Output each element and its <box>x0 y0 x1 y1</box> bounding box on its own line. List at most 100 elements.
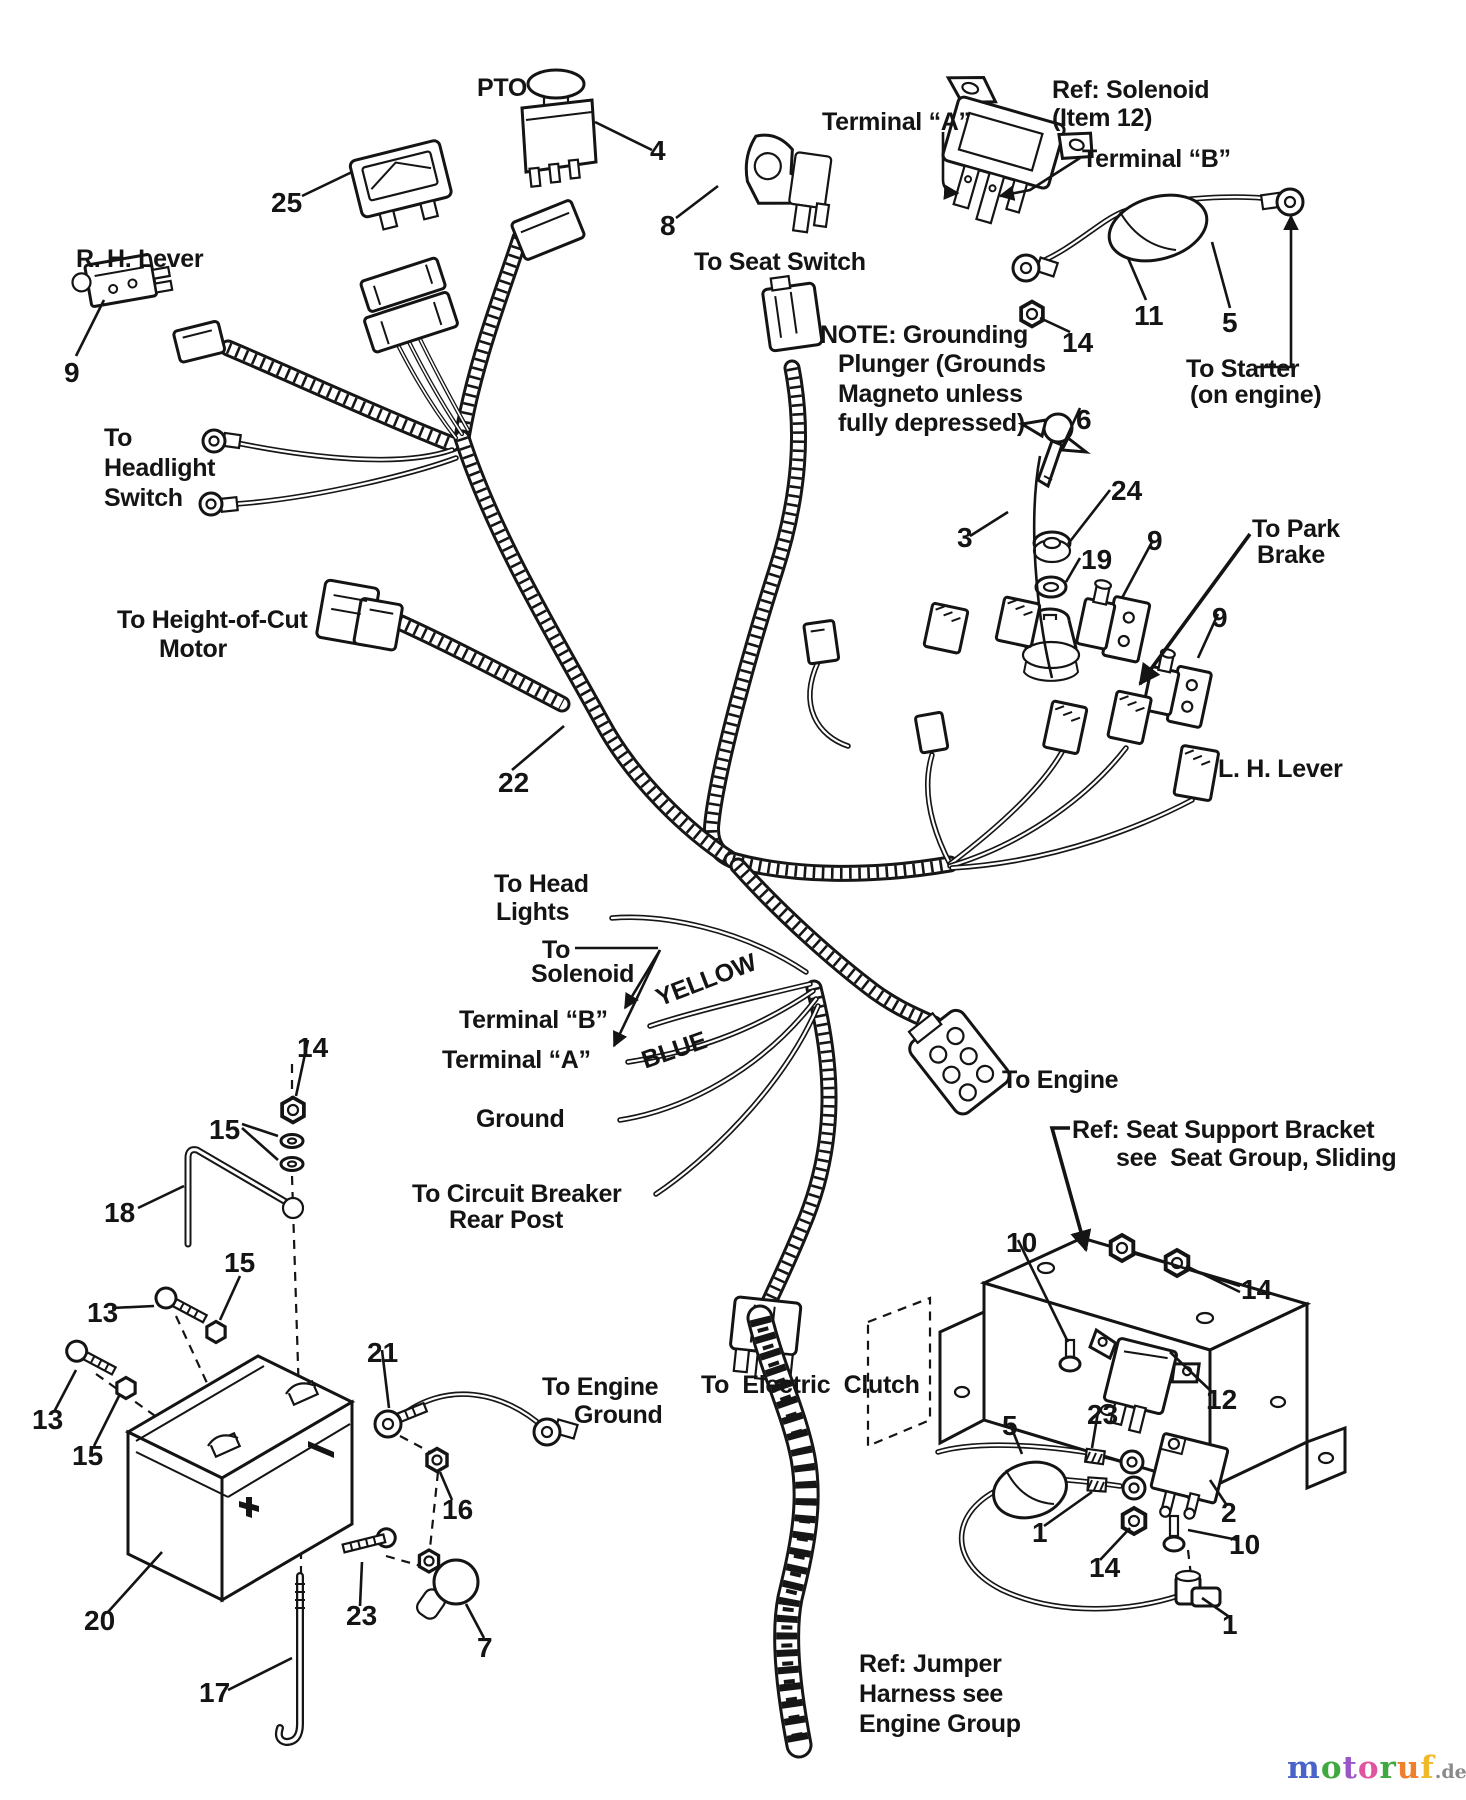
interlock-switch-2 <box>1149 1432 1230 1520</box>
callout-20: 20 <box>84 1605 116 1636</box>
bolt-10-bottom <box>1162 1514 1186 1553</box>
engine-connector <box>907 1008 1011 1116</box>
label-terminal-a: Terminal “A” <box>442 1046 591 1074</box>
callout-14d: 14 <box>1089 1552 1121 1583</box>
starter-ring-terminal <box>1259 187 1305 217</box>
callout-25: 25 <box>271 187 303 218</box>
label-to-starter-2: (on engine) <box>1190 381 1322 409</box>
callout-18: 18 <box>104 1197 136 1228</box>
logo-letter: m <box>1287 1750 1321 1786</box>
label-ref-jumper-1: Ref: Jumper <box>859 1650 1002 1678</box>
nut-16 <box>425 1446 449 1474</box>
label-to-circuit-breaker-2: Rear Post <box>449 1206 564 1234</box>
park-brake-switch-9a <box>1075 579 1152 664</box>
label-to-headlight-1: To <box>104 424 133 452</box>
solenoid-ring-terminal <box>1011 253 1060 283</box>
callout-21: 21 <box>367 1337 399 1368</box>
callout-8: 8 <box>660 210 676 241</box>
callout-13b: 13 <box>32 1404 64 1435</box>
callout-17: 17 <box>199 1677 231 1708</box>
callout-15a: 15 <box>209 1114 241 1145</box>
label-ref-jumper-3: Engine Group <box>859 1710 1021 1738</box>
cable-crimps-23 <box>1083 1447 1147 1501</box>
harness-connector-top <box>510 199 586 261</box>
label-lh-lever: L. H. Lever <box>1218 755 1343 783</box>
label-ground: Ground <box>476 1105 565 1133</box>
logo-suffix: .de <box>1434 1761 1466 1783</box>
label-note-2: Plunger (Grounds <box>838 350 1046 378</box>
callout-16: 16 <box>442 1494 474 1525</box>
bolt-10-top <box>1058 1338 1082 1373</box>
logo-letter: t <box>1342 1750 1358 1786</box>
battery-minus-mark <box>308 1441 334 1458</box>
label-to-headlight-2: Headlight <box>104 454 216 482</box>
label-to-solenoid-1: To <box>542 936 571 964</box>
callout-1b: 1 <box>1222 1609 1238 1640</box>
rh-lever-connector <box>172 319 227 364</box>
washers-15 <box>279 1133 305 1172</box>
callout-10b: 10 <box>1229 1529 1261 1560</box>
bolt-13-left <box>65 1339 118 1376</box>
callout-9a: 9 <box>64 357 80 388</box>
terminal-boot-7 <box>416 1558 480 1620</box>
ignition-key-6 <box>1017 412 1091 489</box>
label-ref-seat-2: see Seat Group, Sliding <box>1116 1144 1397 1172</box>
seat-switch-connector <box>761 274 824 353</box>
battery-20 <box>124 1354 356 1603</box>
callout-12: 12 <box>1206 1384 1238 1415</box>
j-bolt-17 <box>279 1576 305 1742</box>
callout-22: 22 <box>498 767 530 798</box>
key-ring-19 <box>1034 575 1068 599</box>
callout-19: 19 <box>1081 544 1113 575</box>
label-to-starter-1: To Starter <box>1186 355 1300 383</box>
callout-9c: 9 <box>1212 602 1228 633</box>
engine-ground-ring <box>532 1417 579 1447</box>
label-to-engine-ground-1: To Engine <box>542 1373 659 1401</box>
label-to-head-lights-1: To Head <box>494 870 589 898</box>
callout-1a: 1 <box>1032 1517 1048 1548</box>
label-hoc-1: To Height-of-Cut <box>117 606 308 634</box>
callout-23a: 23 <box>346 1600 378 1631</box>
elbow-terminal-1 <box>1174 1569 1222 1608</box>
nut-14-battery <box>280 1095 306 1125</box>
callout-2: 2 <box>1221 1497 1237 1528</box>
label-to-circuit-breaker-1: To Circuit Breaker <box>412 1180 622 1208</box>
label-hoc-2: Motor <box>159 635 227 663</box>
callout-3: 3 <box>957 522 973 553</box>
label-ref-solenoid-1: Ref: Solenoid <box>1052 76 1210 104</box>
label-to-head-lights-2: Lights <box>496 898 570 926</box>
solenoid-12 <box>941 76 1094 225</box>
callout-14c: 14 <box>1241 1274 1273 1305</box>
label-to-seat-switch: To Seat Switch <box>694 248 866 276</box>
label-ref-solenoid-2: (Item 12) <box>1052 104 1153 132</box>
logo-letter: u <box>1396 1750 1421 1786</box>
callout-13a: 13 <box>87 1297 119 1328</box>
label-ref-jumper-2: Harness see <box>859 1680 1004 1708</box>
motoruf-logo: motoruf.de <box>1287 1750 1466 1786</box>
callout-14b: 14 <box>297 1032 329 1063</box>
headlight-ring-terminals <box>198 428 242 517</box>
callout-7: 7 <box>477 1632 493 1663</box>
label-to-electric-clutch: To Electric Clutch <box>701 1371 920 1399</box>
seat-safety-switch-12 <box>1088 1327 1201 1434</box>
callout-5a: 5 <box>1222 307 1238 338</box>
lh-lever-connector <box>1172 744 1220 802</box>
nut-14-top <box>1019 299 1045 329</box>
callout-14a: 14 <box>1062 327 1094 358</box>
logo-letter: r <box>1379 1750 1397 1786</box>
label-to-engine: To Engine <box>1002 1066 1119 1094</box>
label-to-park-2: Brake <box>1257 541 1325 569</box>
rocker-switch-25 <box>348 139 453 231</box>
label-terminal-a-top: Terminal “A” <box>822 108 971 136</box>
callout-9b: 9 <box>1147 525 1163 556</box>
label-to-engine-ground-2: Ground <box>574 1401 663 1429</box>
label-terminal-b-top: Terminal “B” <box>1082 145 1231 173</box>
logo-letter: o <box>1357 1750 1380 1786</box>
nut-below-23 <box>417 1548 441 1574</box>
label-note-4: fully depressed) <box>838 409 1025 437</box>
callout-23b: 23 <box>1087 1399 1119 1430</box>
bolt-13-top <box>154 1286 209 1324</box>
battery-plus-mark <box>239 1497 259 1518</box>
leader-lines <box>52 120 1299 1692</box>
